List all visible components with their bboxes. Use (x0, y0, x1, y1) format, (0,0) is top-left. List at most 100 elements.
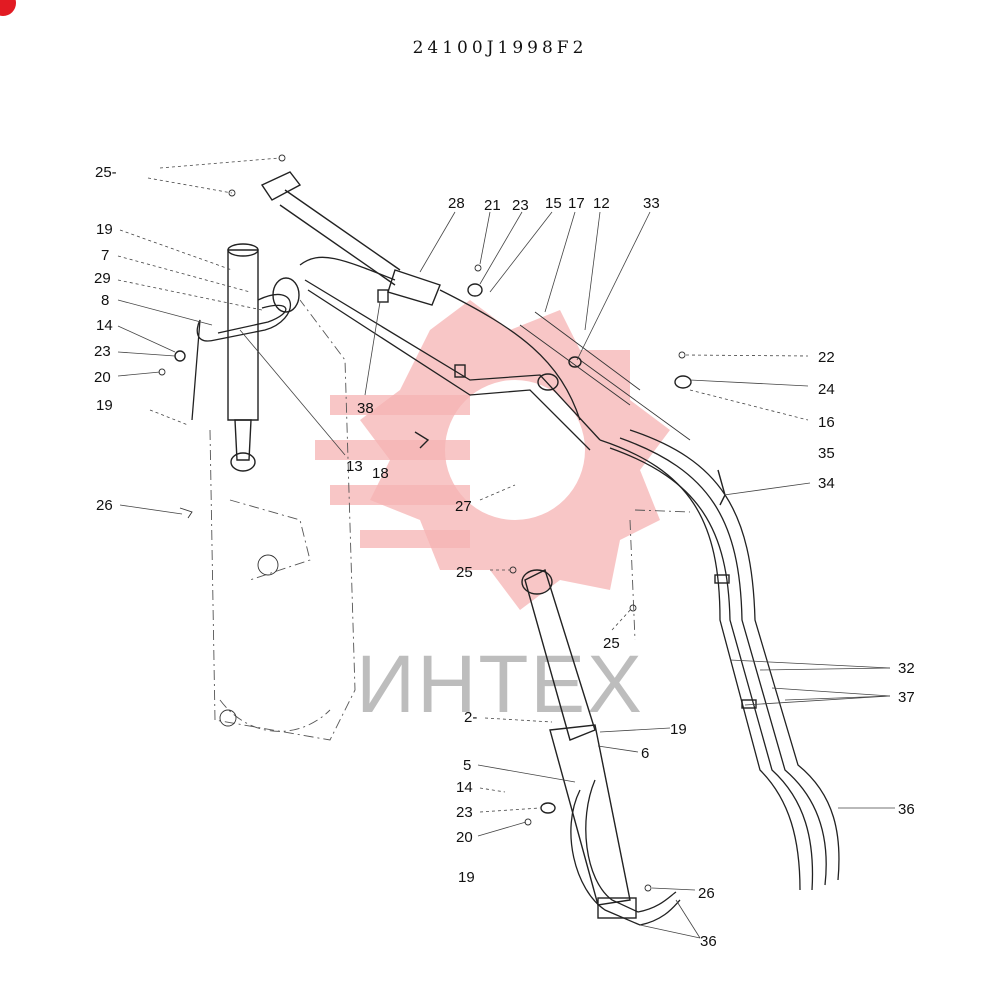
callout-labels: 25- 19 7 29 8 14 23 20 19 26 28 21 23 15… (94, 164, 915, 950)
callout-2: 2- (464, 709, 477, 726)
boom-cylinder-cap (227, 243, 259, 257)
boom-cylinder-hose-2 (217, 304, 287, 334)
boom-cylinder-assembly (158, 154, 302, 472)
gear-hub (445, 380, 585, 520)
leader-20b (477, 821, 527, 837)
leader-28 (419, 211, 456, 273)
callout-26a: 26 (96, 497, 113, 514)
leader-32-1 (729, 659, 891, 669)
document-code: 24100J1998F2 (412, 38, 588, 58)
arm-phantom-2 (629, 519, 636, 641)
swivel-fitting (272, 277, 300, 313)
pipe-main-1 (304, 279, 601, 441)
arm-cylinder-body (549, 724, 631, 906)
logo-stripe-1 (330, 395, 470, 415)
leader-27 (479, 484, 516, 501)
fitting-23b (467, 283, 483, 297)
leader-8 (117, 299, 213, 326)
leader-5 (477, 764, 576, 783)
leader-37-1 (771, 687, 891, 697)
callout-17: 17 (568, 195, 585, 212)
pipe-upper-1 (299, 256, 396, 281)
callout-15: 15 (545, 195, 562, 212)
leader-6 (597, 745, 639, 753)
logo-stripe-3 (330, 485, 470, 505)
leader-lines (117, 157, 895, 939)
callout-25b: 25 (456, 564, 473, 581)
leader-19c (599, 727, 671, 733)
pipe-28-out (439, 289, 581, 421)
callout-38: 38 (357, 400, 374, 417)
logo-stripe-4 (360, 530, 470, 548)
bolt-22 (678, 351, 686, 359)
callout-23c: 23 (456, 804, 473, 821)
callout-37: 37 (898, 689, 915, 706)
leader-21 (479, 211, 491, 265)
boom-cylinder-body (227, 249, 259, 421)
callout-16: 16 (818, 414, 835, 431)
callout-21: 21 (484, 197, 501, 214)
leader-26a (119, 504, 183, 515)
leader-23b (479, 211, 523, 285)
leader-17 (544, 211, 576, 313)
leader-23a (117, 351, 176, 357)
hose-32a (599, 439, 801, 891)
callout-36b: 36 (700, 933, 717, 950)
callout-35: 35 (818, 445, 835, 462)
corner-accent-dot (0, 0, 16, 16)
callout-23b: 23 (512, 197, 529, 214)
machine-body-phantom (179, 299, 356, 741)
leader-22 (685, 354, 809, 357)
body-detail-1 (229, 499, 311, 581)
leader-24 (689, 379, 809, 387)
callout-32: 32 (898, 660, 915, 677)
clamp-24 (674, 375, 692, 389)
callout-13: 13 (346, 458, 363, 475)
callout-36a: 36 (898, 801, 915, 818)
body-pin (257, 554, 279, 576)
clamp-23c (540, 802, 556, 814)
leader-36b-2 (675, 899, 701, 939)
leader-29 (117, 279, 263, 311)
leader-14a (117, 325, 176, 353)
leader-32-2 (759, 667, 891, 671)
callout-19c: 19 (670, 721, 687, 738)
callout-23a: 23 (94, 343, 111, 360)
top-pin-bracket (260, 171, 302, 201)
arm-hose-bundle (599, 429, 840, 891)
pipe-17 (534, 311, 641, 391)
watermark-text: ИНТЕХ (356, 639, 644, 730)
leader-20a (117, 371, 161, 377)
leader-25a-1 (159, 157, 281, 169)
bolt-26a (179, 507, 193, 519)
leader-25a-2 (147, 177, 233, 194)
fitting-15 (537, 373, 559, 391)
fitting-33 (568, 356, 582, 368)
callout-19d: 19 (458, 869, 475, 886)
leader-16 (689, 389, 809, 421)
hose-37a (619, 437, 827, 886)
leader-37-3 (744, 695, 891, 706)
arm-cylinder-assembly (509, 566, 681, 926)
boom-upper-edge (284, 189, 401, 271)
callout-34: 34 (818, 475, 835, 492)
leader-38 (364, 301, 381, 396)
callout-33: 33 (643, 195, 660, 212)
arm-cylinder-rod (524, 569, 596, 741)
logo-stripe-2 (315, 440, 470, 460)
bolt-25c (629, 604, 637, 612)
callout-25c: 25 (603, 635, 620, 652)
leader-13 (239, 329, 346, 456)
callout-7: 7 (101, 247, 109, 264)
arm-cylinder-hose-2 (585, 779, 677, 913)
callout-24: 24 (818, 381, 835, 398)
clamp-38 (377, 289, 389, 303)
callout-20a: 20 (94, 369, 111, 386)
callout-29: 29 (94, 270, 111, 287)
leader-19b (149, 409, 189, 426)
leader-33 (576, 211, 651, 361)
callout-22: 22 (818, 349, 835, 366)
callout-25a: 25- (95, 164, 117, 181)
boom-cylinder-hose (191, 293, 292, 421)
callout-5: 5 (463, 757, 471, 774)
